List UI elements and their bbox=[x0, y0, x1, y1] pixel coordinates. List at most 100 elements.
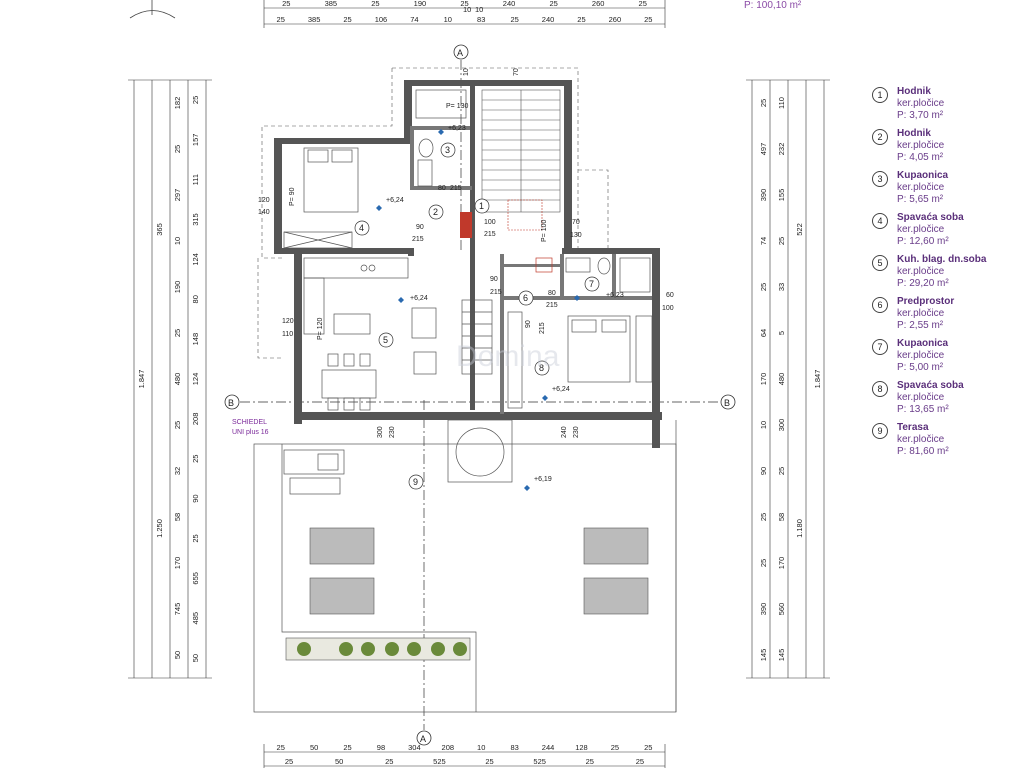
right-in2-label: 25 bbox=[777, 467, 786, 475]
idim-110: 110 bbox=[282, 331, 293, 338]
right-in3-label: 64 bbox=[759, 329, 768, 337]
room-number-4: 4 bbox=[359, 223, 364, 233]
top-row2-label: 10 bbox=[444, 15, 452, 24]
bot-row1-label: 83 bbox=[510, 743, 518, 752]
top-row2-label: 25 bbox=[343, 15, 351, 24]
bot-row1-label: 50 bbox=[310, 743, 318, 752]
idim-215d: 215 bbox=[490, 289, 502, 296]
idim-p90: P= 90 bbox=[289, 187, 296, 206]
level-2: +6,24 bbox=[386, 197, 404, 204]
right-in3-label: 497 bbox=[759, 143, 768, 156]
top-dimension-lines bbox=[263, 0, 666, 28]
right-in2-label: 145 bbox=[777, 649, 786, 662]
right-in3-label: 25 bbox=[759, 513, 768, 521]
bedroom-4-bed bbox=[283, 147, 359, 249]
left-in3-label: 111 bbox=[191, 174, 200, 185]
right-in3-label: 74 bbox=[759, 237, 768, 245]
right-in3-label: 90 bbox=[759, 467, 768, 475]
idim-10: 10 bbox=[463, 68, 470, 76]
right-in2-label: 110 bbox=[777, 97, 786, 109]
section-a-top-marker bbox=[453, 44, 469, 60]
legend-number: 7 bbox=[872, 339, 888, 355]
top-row2-label: 385 bbox=[308, 15, 321, 24]
idim-80a: 80 bbox=[438, 185, 446, 192]
legend-finish: ker.pločice bbox=[897, 182, 945, 193]
right-outer-label: 1.847 bbox=[813, 370, 822, 389]
level-3: +6,24 bbox=[410, 295, 428, 302]
room-number-2: 2 bbox=[433, 207, 438, 217]
terrace-outline bbox=[253, 419, 677, 713]
bot-row2-label: 50 bbox=[335, 757, 343, 766]
level-5: +6,24 bbox=[552, 386, 570, 393]
legend-room-name: Terasa bbox=[897, 422, 929, 433]
left-in2-label: 297 bbox=[173, 189, 182, 202]
bot-row2-label: 525 bbox=[533, 757, 546, 766]
staircase bbox=[481, 89, 561, 213]
bot-row1-label: 25 bbox=[343, 743, 351, 752]
red-marker bbox=[460, 212, 472, 238]
idim-80b: 80 bbox=[548, 290, 556, 297]
bot-row1-label: 98 bbox=[377, 743, 385, 752]
left-in3-label: 208 bbox=[191, 413, 200, 426]
left-in2-label: 745 bbox=[173, 603, 182, 616]
right-in2-label: 480 bbox=[777, 373, 786, 386]
right-in2-label: 5 bbox=[777, 331, 786, 335]
bot-row2-label: 25 bbox=[586, 757, 594, 766]
legend-finish: ker.pločice bbox=[897, 266, 945, 277]
left-in2-label: 10 bbox=[173, 237, 182, 245]
right-dimension-lines bbox=[746, 79, 830, 679]
bot-row1-label: 208 bbox=[442, 743, 455, 752]
bot-row2-label: 525 bbox=[433, 757, 446, 766]
legend-room-name: Kupaonica bbox=[897, 170, 949, 181]
bottom-dimension-lines bbox=[263, 744, 666, 768]
legend-number: 3 bbox=[872, 171, 888, 187]
left-in3-label: 148 bbox=[191, 333, 200, 346]
level-markers bbox=[376, 129, 580, 491]
right-in3-label: 390 bbox=[759, 603, 768, 616]
idim-230b: 230 bbox=[573, 426, 580, 438]
legend-room-name: Kupaonica bbox=[897, 338, 949, 349]
right-in3-label: 10 bbox=[759, 421, 768, 429]
left-in2-label: 25 bbox=[173, 421, 182, 429]
planters bbox=[285, 637, 471, 661]
left-in3-label: 25 bbox=[191, 455, 200, 463]
top-row2-label: 106 bbox=[375, 15, 388, 24]
living-furniture bbox=[411, 299, 493, 375]
legend-number: 8 bbox=[872, 381, 888, 397]
right-in2-label: 170 bbox=[777, 557, 786, 570]
left-in1-label: 1.250 bbox=[155, 519, 164, 538]
idim-90c: 90 bbox=[525, 320, 532, 328]
top-row2-label: 25 bbox=[577, 15, 585, 24]
left-in3-label: 25 bbox=[191, 534, 200, 542]
legend-finish: ker.pločice bbox=[897, 392, 945, 403]
left-in3-label: 157 bbox=[191, 134, 200, 147]
left-in3-label: 655 bbox=[191, 572, 200, 585]
top-row2-label: 240 bbox=[542, 15, 555, 24]
legend-area: P: 12,60 m² bbox=[897, 236, 949, 247]
section-a-bottom-marker bbox=[416, 730, 432, 746]
idim-230a: 230 bbox=[389, 426, 396, 438]
right-in2-label: 560 bbox=[777, 603, 786, 616]
idim-p130: P= 130 bbox=[446, 103, 468, 110]
legend-number: 4 bbox=[872, 213, 888, 229]
idim-215c: 215 bbox=[412, 236, 424, 243]
section-b-right-label: B bbox=[724, 398, 730, 408]
legend-room-name: Hodnik bbox=[897, 86, 931, 97]
roof-outline bbox=[257, 67, 609, 359]
left-in3-label: 124 bbox=[191, 253, 200, 266]
legend-room-name: Hodnik bbox=[897, 128, 931, 139]
idim-215b: 215 bbox=[484, 231, 496, 238]
legend-area: P: 29,20 m² bbox=[897, 278, 949, 289]
right-in2-label: 58 bbox=[777, 513, 786, 521]
top-dim-mid-2: 10 bbox=[475, 5, 483, 14]
top-dim-mid-1: 10 bbox=[463, 5, 471, 14]
